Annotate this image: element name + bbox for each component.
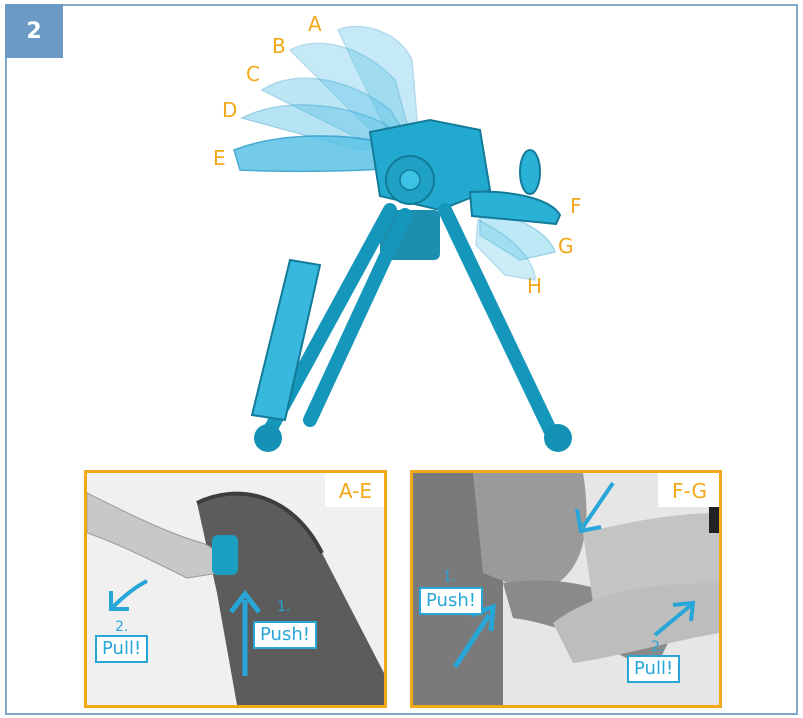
front-wheel: [254, 424, 282, 452]
pull-label: Pull!: [95, 635, 148, 663]
photo-panel-tray: F-G 1. Push! 2. Pull!: [410, 470, 722, 708]
recline-button: [212, 535, 238, 575]
push-label: Push!: [253, 621, 317, 649]
pull-step-number: 2.: [651, 639, 664, 655]
push-step-number: 1.: [277, 599, 290, 615]
step-number-badge: 2: [5, 4, 63, 58]
pull-arrow-icon: [105, 577, 149, 613]
rear-wheel: [544, 424, 572, 452]
high-chair-illustration: [190, 20, 610, 460]
pull-step-number: 2.: [115, 619, 128, 635]
press-down-arrow-icon: [573, 479, 617, 535]
panel-tag-ae: A-E: [325, 473, 384, 507]
push-label: Push!: [419, 587, 483, 615]
panel-tag-fg: F-G: [658, 473, 719, 507]
push-step-number: 1.: [443, 569, 456, 585]
photo-panel-recline: A-E 1. Push! 2. Pull!: [84, 470, 387, 708]
pull-arrow-icon: [651, 599, 697, 639]
footrest: [252, 260, 320, 420]
pull-label: Pull!: [627, 655, 680, 683]
